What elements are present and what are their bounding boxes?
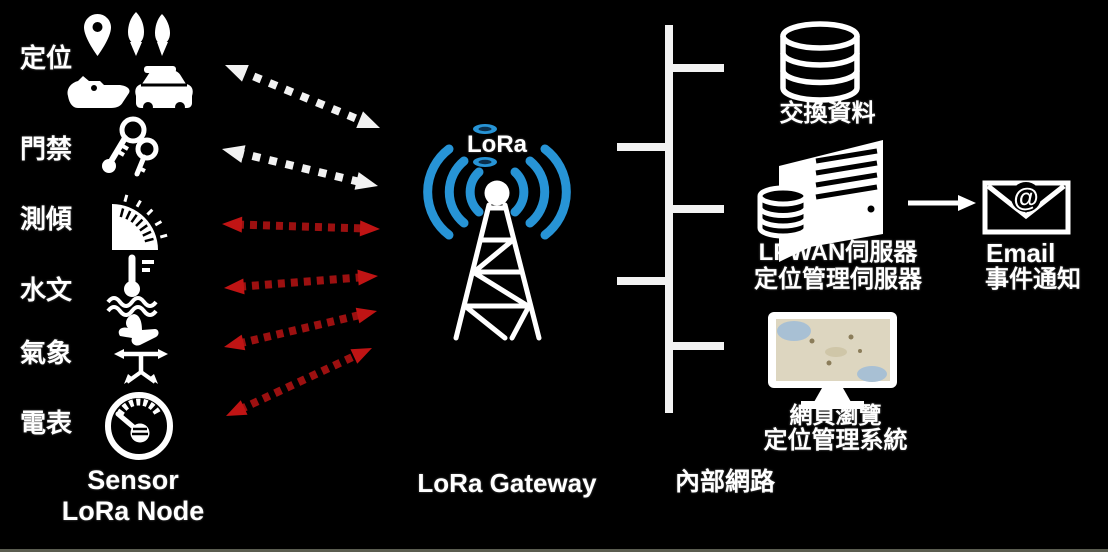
- red-dashed-arrow-1: [222, 216, 380, 237]
- antenna-top-icon: [484, 180, 510, 206]
- database-icon: [780, 21, 860, 103]
- lattice-tower-icon: [453, 202, 542, 341]
- email-arrow: [908, 195, 976, 211]
- sensor-label-weather: 氣象: [20, 338, 73, 368]
- bottom-edge-line: [0, 549, 1108, 552]
- tilt-protractor-icon: [112, 194, 168, 250]
- at-symbol: @: [1013, 182, 1038, 212]
- fish-icon: [128, 12, 170, 56]
- sensor-label-power-meter: 電表: [20, 408, 73, 438]
- server-icon: [757, 140, 883, 262]
- sensor-label-positioning: 定位: [20, 43, 73, 73]
- power-meter-gauge-icon: [105, 392, 173, 460]
- server-label-line2: 定位管理伺服器: [754, 266, 922, 293]
- server-label-line1: LPWAN伺服器: [758, 239, 918, 266]
- keys-icon: [102, 116, 159, 177]
- server-database-icon: [757, 185, 809, 239]
- water-thermometer-icon: [106, 254, 158, 317]
- email-notification-label: 事件通知: [985, 266, 1081, 293]
- sensor-caption-line2: LoRa Node: [61, 496, 205, 526]
- map-pin-icon: [84, 14, 111, 56]
- weather-vane-icon: [114, 314, 168, 384]
- sensor-label-hydrology: 水文: [20, 275, 73, 305]
- email-label: Email: [986, 238, 1056, 268]
- boat-icon: [67, 76, 130, 108]
- white-dotted-arrow-2: [222, 145, 378, 190]
- email-envelope-icon: @: [982, 180, 1071, 235]
- red-dashed-arrow-2: [224, 269, 378, 295]
- gateway-caption: LoRa Gateway: [417, 468, 597, 498]
- monitor-icon: [768, 312, 897, 409]
- radio-waves-icon: [423, 144, 571, 240]
- lora-signal-disc-icon: [473, 124, 497, 167]
- network-bus: [617, 25, 724, 413]
- database-label: 交換資料: [779, 100, 876, 127]
- sensor-caption-line1: Sensor: [87, 465, 179, 495]
- white-dotted-arrow-1: [225, 64, 380, 129]
- internal-network-caption: 內部網路: [674, 468, 775, 496]
- sensor-label-access-control: 門禁: [20, 134, 73, 164]
- web-label-line2: 定位管理系統: [763, 427, 908, 454]
- lora-logo-text: LoRa: [467, 131, 527, 158]
- lora-gateway-icon: [423, 124, 571, 341]
- red-dashed-arrow-3: [224, 307, 377, 351]
- car-icon: [135, 66, 193, 112]
- sensor-label-tilt: 測傾: [20, 204, 73, 234]
- red-dashed-arrow-4: [226, 348, 372, 416]
- web-label-line1: 網頁瀏覽: [789, 402, 882, 428]
